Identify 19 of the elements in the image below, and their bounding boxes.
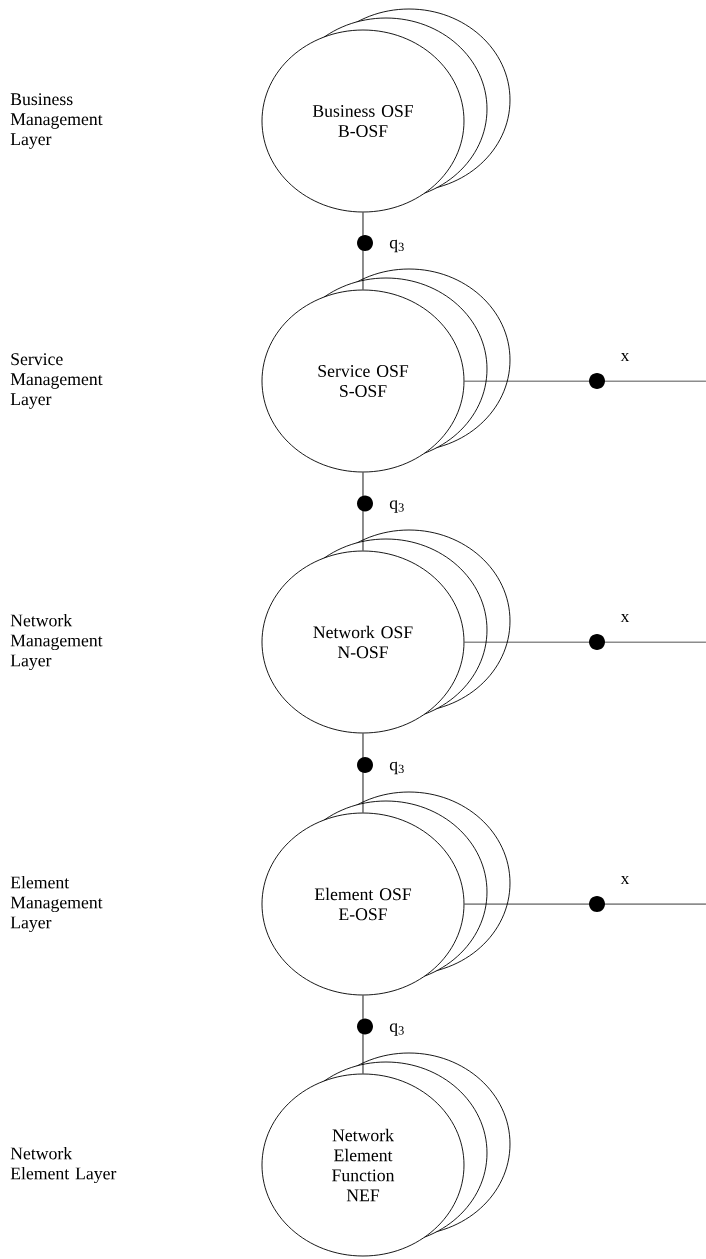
edge-label: q$_{3}$ <box>389 500 404 513</box>
edge-label: q$_{3}$ <box>389 239 404 253</box>
connector-line <box>362 472 364 551</box>
layer-label: Network Management Layer <box>10 613 103 671</box>
edge-label: q$_{3}$ <box>389 1023 404 1036</box>
connector-line <box>362 995 364 1074</box>
edge-label: x <box>620 613 630 623</box>
layer-label: Network Element Layer <box>10 1146 117 1184</box>
connector-line <box>464 903 706 905</box>
connector-line <box>464 380 706 382</box>
layer-label: Business Management Layer <box>10 93 103 149</box>
edge-label: x <box>620 352 630 362</box>
edge-label: q$_{3}$ <box>389 761 404 775</box>
layer-label: Element Management Layer <box>10 875 103 933</box>
layer-label: Service Management Layer <box>10 353 103 409</box>
connector-line <box>362 212 364 290</box>
connector-line <box>362 733 364 813</box>
edge-label: x <box>620 875 630 885</box>
connector-line <box>464 641 706 643</box>
